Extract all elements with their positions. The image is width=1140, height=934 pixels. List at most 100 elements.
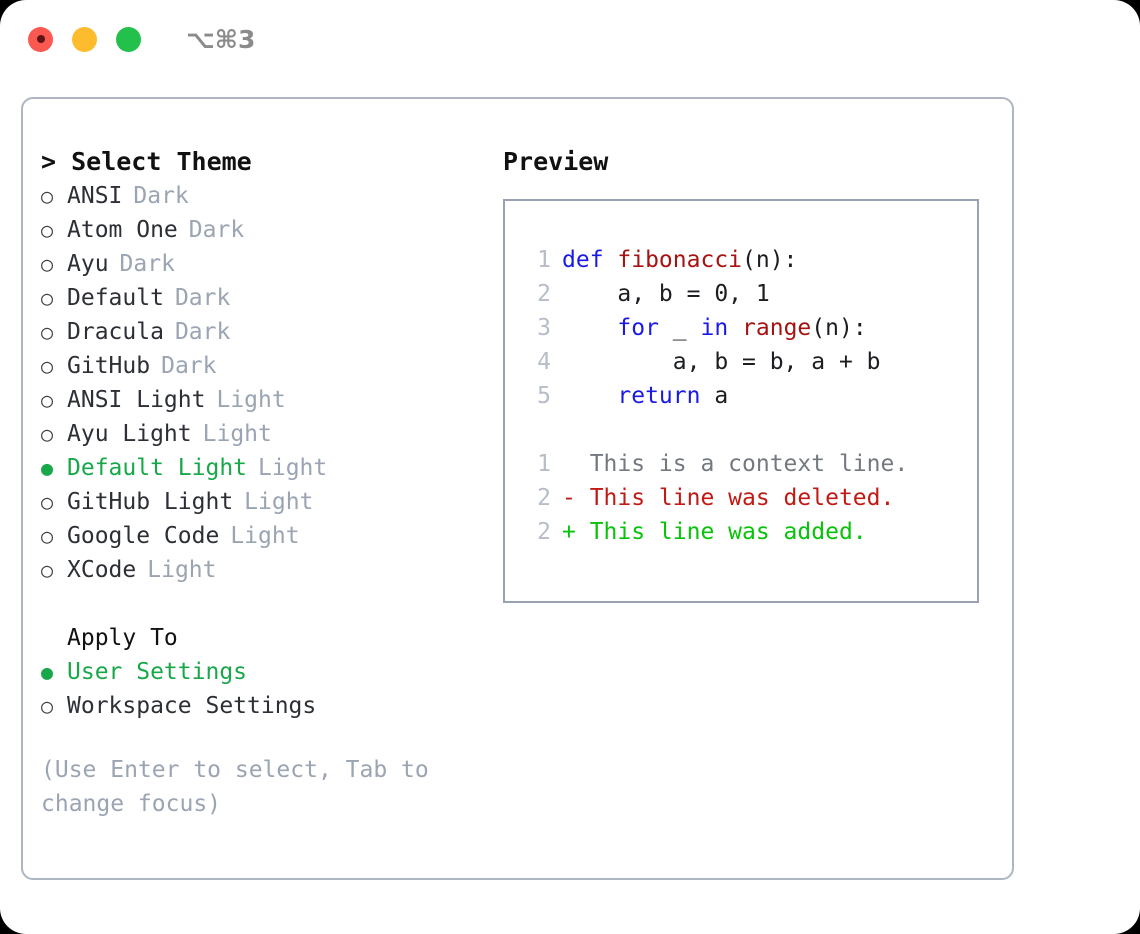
theme-item-label: XCode — [67, 557, 137, 583]
radio-unselected-icon: ○ — [41, 354, 54, 378]
apply-to-item[interactable]: ●User Settings — [41, 655, 503, 689]
theme-list-item[interactable]: ○ ANSI Dark — [41, 179, 503, 213]
maximize-button-icon[interactable] — [116, 26, 141, 52]
code-token: return — [617, 383, 701, 409]
diff-line: 2 + This line was added. — [517, 515, 977, 549]
radio-unselected-icon: ○ — [41, 694, 54, 718]
code-line-text: a, b = 0, 1 — [562, 277, 770, 311]
code-line-text: a, b = b, a + b — [562, 345, 881, 379]
radio-unselected-icon: ○ — [41, 252, 54, 276]
code-token: a, b = b, a + b — [562, 349, 881, 375]
code-line: 1 def fibonacci(n): — [517, 243, 977, 277]
keyboard-hint-text: (Use Enter to select, Tab to change focu… — [41, 757, 443, 817]
code-line: 5 return a — [517, 379, 977, 413]
theme-item-label: GitHub — [67, 353, 151, 379]
line-number: 2 — [537, 519, 551, 545]
code-line: 4 a, b = b, a + b — [517, 345, 977, 379]
code-token: range — [742, 315, 812, 341]
diff-line: 1 This is a context line. — [517, 447, 977, 481]
theme-item-variant-tag: Light — [258, 455, 328, 481]
theme-item-label: Dracula — [67, 319, 164, 345]
theme-item-variant-tag: Dark — [174, 319, 231, 345]
theme-item-variant-tag: Light — [244, 489, 314, 515]
code-token: (n): — [811, 315, 867, 341]
theme-list-item[interactable]: ○ GitHub Light Light — [41, 485, 503, 519]
section-spacer — [41, 587, 503, 621]
line-number: 1 — [537, 451, 551, 477]
theme-item-variant-tag: Dark — [161, 353, 217, 379]
diff-line-text: + This line was added. — [562, 519, 867, 545]
apply-to-heading: Apply To — [67, 625, 178, 651]
code-token: in — [700, 315, 729, 341]
code-line-text: for _ in range(n): — [562, 311, 867, 345]
radio-unselected-icon: ○ — [41, 320, 54, 344]
theme-list-item[interactable]: ○ Ayu Dark — [41, 247, 503, 281]
minimize-button-icon[interactable] — [72, 26, 97, 52]
apply-to-list[interactable]: ●User Settings ○ Workspace Settings — [41, 655, 503, 723]
theme-item-variant-tag: Dark — [133, 183, 189, 209]
line-number: 1 — [537, 247, 551, 273]
code-token: a — [700, 383, 729, 409]
theme-list-item[interactable]: ○ XCode Light — [41, 553, 503, 587]
line-number: 3 — [537, 315, 551, 341]
theme-list-item[interactable]: ○ GitHub Dark — [41, 349, 503, 383]
line-number: 2 — [537, 485, 551, 511]
theme-item-variant-tag: Light — [216, 387, 286, 413]
theme-item-variant-tag: Light — [202, 421, 272, 447]
code-token: def — [562, 247, 618, 273]
code-token: (n): — [742, 247, 798, 273]
title-bar: ⌥⌘3 — [0, 0, 1140, 78]
theme-item-variant-tag: Dark — [119, 251, 175, 277]
apply-to-item[interactable]: ○ Workspace Settings — [41, 689, 503, 723]
theme-item-label: Default — [67, 285, 164, 311]
window-shortcut-label: ⌥⌘3 — [186, 24, 256, 54]
theme-item-label: GitHub Light — [67, 489, 234, 515]
diff-line-text: This is a context line. — [562, 451, 909, 477]
theme-item-label: Ayu — [67, 251, 109, 277]
preview-heading: Preview — [503, 147, 609, 176]
theme-item-label: Ayu Light — [67, 421, 192, 447]
code-token: fibonacci — [617, 247, 743, 273]
code-token — [728, 315, 742, 341]
radio-unselected-icon: ○ — [41, 558, 54, 582]
theme-item-variant-tag: Light — [147, 557, 217, 583]
code-token: a, b = 0, 1 — [562, 281, 770, 307]
close-button-icon[interactable] — [28, 26, 53, 52]
code-line: 2 a, b = 0, 1 — [517, 277, 977, 311]
code-token: for — [617, 315, 659, 341]
theme-list-item[interactable]: ○ Ayu Light Light — [41, 417, 503, 451]
diff-line-text: - This line was deleted. — [562, 485, 895, 511]
code-token — [562, 315, 617, 341]
theme-item-label: Default Light — [67, 455, 248, 481]
radio-unselected-icon: ○ — [41, 286, 54, 310]
theme-item-variant-tag: Dark — [188, 217, 245, 243]
radio-unselected-icon: ○ — [41, 388, 54, 412]
theme-item-label: Google Code — [67, 523, 220, 549]
radio-unselected-icon: ○ — [41, 422, 54, 446]
diff-sample: 1 This is a context line. 2 - This line wa… — [517, 447, 977, 549]
radio-unselected-icon: ○ — [41, 490, 54, 514]
theme-list-item[interactable]: ○ Dracula Dark — [41, 315, 503, 349]
code-line: 3 for _ in range(n): — [517, 311, 977, 345]
select-theme-heading: > Select Theme — [41, 147, 252, 176]
theme-item-label: ANSI — [67, 183, 123, 209]
theme-list-item[interactable]: ○ Default Dark — [41, 281, 503, 315]
radio-unselected-icon: ○ — [41, 184, 54, 208]
code-token — [562, 383, 617, 409]
apply-to-item-label: User Settings — [67, 659, 248, 685]
apply-to-item-label: Workspace Settings — [67, 693, 317, 719]
line-number: 2 — [537, 281, 551, 307]
radio-unselected-icon: ○ — [41, 524, 54, 548]
radio-unselected-icon: ○ — [41, 218, 54, 242]
theme-item-variant-tag: Dark — [174, 285, 231, 311]
